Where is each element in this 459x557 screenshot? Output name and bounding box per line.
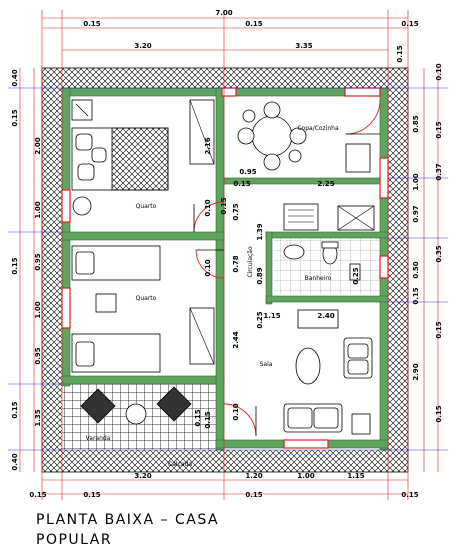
dim-top-c: 0.15 <box>401 20 418 28</box>
right-dimensions: 0.10 0.15 0.85 1.00 0.37 0.15 0.97 0.50 … <box>396 45 443 422</box>
double-bed <box>71 127 169 191</box>
dim-left-7: 1.00 <box>34 301 42 318</box>
dim-bot-a: 0.15 <box>29 491 46 499</box>
dim-right-4: 1.00 <box>412 173 420 190</box>
dim-left-9: 0.15 <box>11 401 19 418</box>
dim-in-025: 0.25 <box>256 311 264 328</box>
dim-right-13: 0.15 <box>412 287 420 304</box>
dim-right-5: 0.37 <box>435 163 443 180</box>
dim-right-6: 0.15 <box>435 121 443 138</box>
dim-left-1: 0.40 <box>11 69 19 86</box>
dim-right-3: 0.85 <box>412 115 420 132</box>
dim-in-115: 1.15 <box>263 312 280 320</box>
dim-in-010a: 0.10 <box>204 199 212 216</box>
dim-left-3: 2.00 <box>34 137 42 154</box>
interior-dimensions: 2.16 0.10 0.75 0.10 0.78 2.44 0.10 1.39 … <box>194 137 360 428</box>
dim-top-total: 7.00 <box>215 9 232 17</box>
dim-bot-c: 0.15 <box>245 491 262 499</box>
bathroom-fixtures <box>283 241 361 281</box>
dim-right-10: 0.15 <box>435 321 443 338</box>
dim-left-8: 0.95 <box>34 347 42 364</box>
dim-in-139: 1.39 <box>256 223 264 240</box>
dim-in-095: 0.95 <box>239 168 256 176</box>
dim-in-225: 2.25 <box>317 180 334 188</box>
dim-left-4: 1.00 <box>34 201 42 218</box>
dim-right-8: 0.50 <box>412 261 420 278</box>
dim-bot-d: 0.15 <box>401 491 418 499</box>
title-line-2: POPULAR <box>36 532 113 548</box>
dim-bot-w3: 1.00 <box>297 472 314 480</box>
dim-right-2: 0.15 <box>396 45 404 62</box>
dim-left-6: 0.95 <box>34 253 42 270</box>
dim-in-089: 0.89 <box>256 267 264 284</box>
dim-top-b: 0.15 <box>245 20 262 28</box>
dim-right-7: 0.97 <box>412 205 420 222</box>
dim-top-w1: 3.20 <box>134 42 151 50</box>
dim-bot-b: 0.15 <box>83 491 100 499</box>
dim-right-9: 0.35 <box>435 245 443 262</box>
dimension-lines <box>19 10 439 500</box>
living-furniture <box>283 309 373 435</box>
dining-set <box>237 101 375 231</box>
single-beds <box>71 245 215 373</box>
dim-bot-w1: 3.20 <box>134 472 151 480</box>
label-copa: Copa/Cozinha <box>297 125 339 132</box>
dim-left-10: 1.35 <box>34 409 42 426</box>
label-varanda: Varanda <box>86 435 111 442</box>
dimension-extensions <box>8 87 448 451</box>
door-leaves <box>193 133 380 436</box>
label-sala: Sala <box>260 361 273 368</box>
dim-in-015h: 0.15 <box>194 409 202 426</box>
dim-top-a: 0.15 <box>83 20 100 28</box>
label-quarto-1: Quarto <box>136 203 157 210</box>
dim-in-078: 0.78 <box>232 255 240 272</box>
dim-left-5: 0.15 <box>11 257 19 274</box>
windows <box>61 87 389 449</box>
label-calcada: Calçada <box>168 461 192 468</box>
dim-top-w2: 3.35 <box>295 42 312 50</box>
dim-in-025b: 0.25 <box>352 267 360 284</box>
dim-in-015: 0.15 <box>233 180 250 188</box>
dim-right-12: 0.15 <box>435 405 443 422</box>
label-quarto-2: Quarto <box>136 295 157 302</box>
porch-chairs <box>80 386 192 425</box>
dim-in-216: 2.16 <box>204 137 212 154</box>
floor-plan-drawing: 7.00 0.15 0.15 0.15 3.20 3.35 3.20 1.20 … <box>8 9 448 500</box>
dim-bot-w2: 1.20 <box>245 472 262 480</box>
label-circulacao: Circulação <box>247 246 254 278</box>
dim-left-11: 0.40 <box>11 453 19 470</box>
nightstand <box>71 99 93 216</box>
title-line-1: PLANTA BAIXA – CASA <box>36 512 220 528</box>
dim-in-015i: 0.15 <box>204 411 212 428</box>
dim-right-11: 2.90 <box>412 363 420 380</box>
dim-in-244: 2.44 <box>232 331 240 348</box>
dim-bot-w4: 1.15 <box>347 472 364 480</box>
doors <box>193 99 381 437</box>
dim-in-010c: 0.10 <box>232 403 240 420</box>
dim-in-010b: 0.10 <box>204 259 212 276</box>
dim-right-1: 0.10 <box>435 63 443 80</box>
dim-in-015r: 0.15 <box>220 197 228 214</box>
dim-in-240: 2.40 <box>317 312 334 320</box>
dim-in-075: 0.75 <box>232 203 240 220</box>
left-dimensions: 0.40 0.15 2.00 1.00 0.15 0.95 1.00 0.95 … <box>11 69 42 470</box>
label-banheiro: Banheiro <box>305 275 332 282</box>
dim-left-2: 0.15 <box>11 109 19 126</box>
